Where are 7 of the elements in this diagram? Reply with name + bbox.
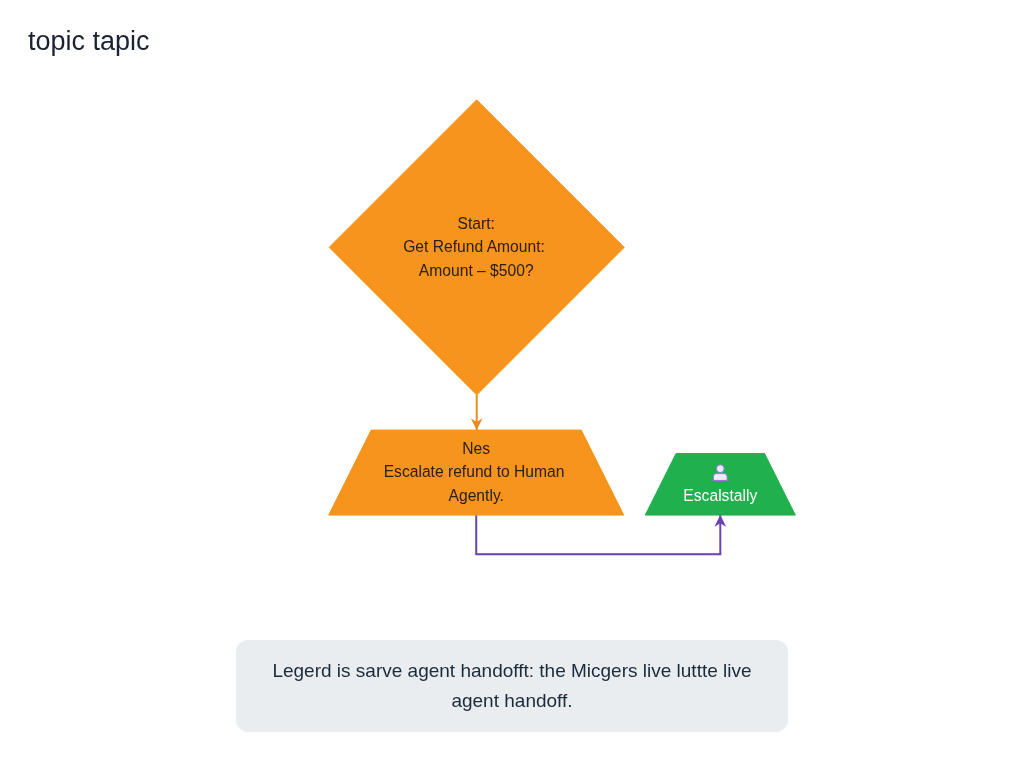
- arrow: [470, 393, 483, 432]
- handoff-shape: Escalstally: [644, 453, 796, 516]
- diagram-title: topic tapic: [28, 26, 150, 57]
- process-shape: Nes Escalate refund to Human Agently.: [328, 429, 625, 516]
- arrow: [475, 514, 727, 556]
- caption-text: Legerd is sarve agent handofft: the Micgers live luttte live agent handoff.: [271, 659, 753, 713]
- decision-diamond: Start: Get Refund Amount: Amount – $500?: [328, 99, 625, 396]
